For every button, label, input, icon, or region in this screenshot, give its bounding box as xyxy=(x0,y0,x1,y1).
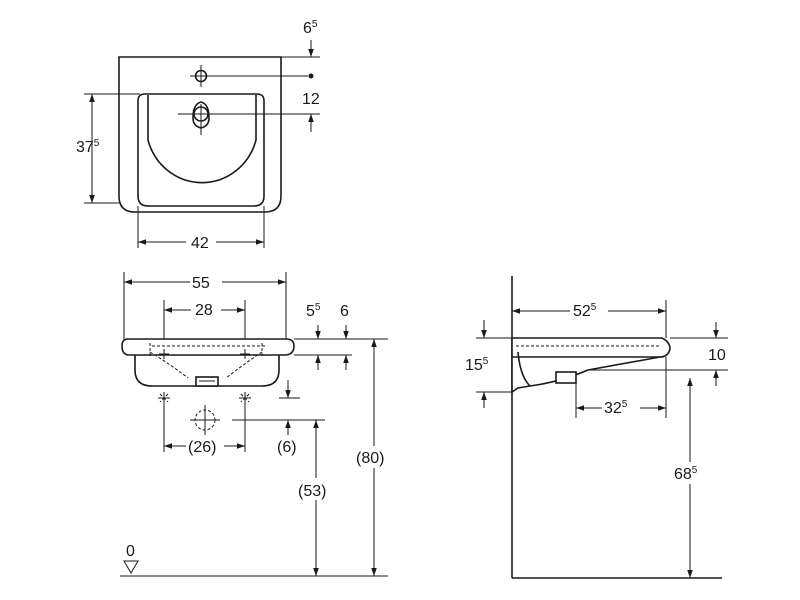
supply-right-icon xyxy=(239,392,251,404)
side-view: 525 325 155 10 685 xyxy=(465,276,728,579)
overflow-icon xyxy=(192,101,210,129)
dim-side-depth: 525 xyxy=(573,302,597,320)
waste-outlet-icon xyxy=(190,405,220,435)
dim-top-depth: 375 xyxy=(76,138,100,156)
floor-marker-icon xyxy=(123,560,139,574)
dim-underside-height: 685 xyxy=(674,465,698,483)
dim-drain-depth: 325 xyxy=(604,399,628,417)
dim-total-height: (80) xyxy=(356,450,384,467)
top-view-bowl xyxy=(137,93,265,207)
side-drain-icon xyxy=(555,371,577,384)
dim-supply-spacing: (26) xyxy=(188,439,216,456)
top-view-outline xyxy=(118,56,282,213)
dim-fixing-spacing: 28 xyxy=(195,302,213,319)
dim-top-width: 42 xyxy=(191,235,209,252)
front-view: 55 28 xyxy=(120,272,394,577)
top-view-bowl-curve xyxy=(147,95,257,184)
dim-drain-offset: 12 xyxy=(302,91,320,108)
top-view: 65 12 375 42 xyxy=(76,19,320,252)
side-view-basin xyxy=(511,337,671,394)
dim-total-width: 55 xyxy=(192,275,210,292)
front-view-rim xyxy=(121,338,295,356)
dim-drain-height: (53) xyxy=(298,483,326,500)
floor-label: 0 xyxy=(126,543,135,560)
dim-rim-a: 55 xyxy=(306,302,321,320)
supply-left-icon xyxy=(158,392,170,404)
dim-front-thickness: 155 xyxy=(465,356,489,374)
dim-supply-drop: (6) xyxy=(277,439,297,456)
dim-rear-thickness: 10 xyxy=(708,347,726,364)
dim-tap-offset: 65 xyxy=(303,19,318,37)
dim-rim-b: 6 xyxy=(340,303,349,320)
